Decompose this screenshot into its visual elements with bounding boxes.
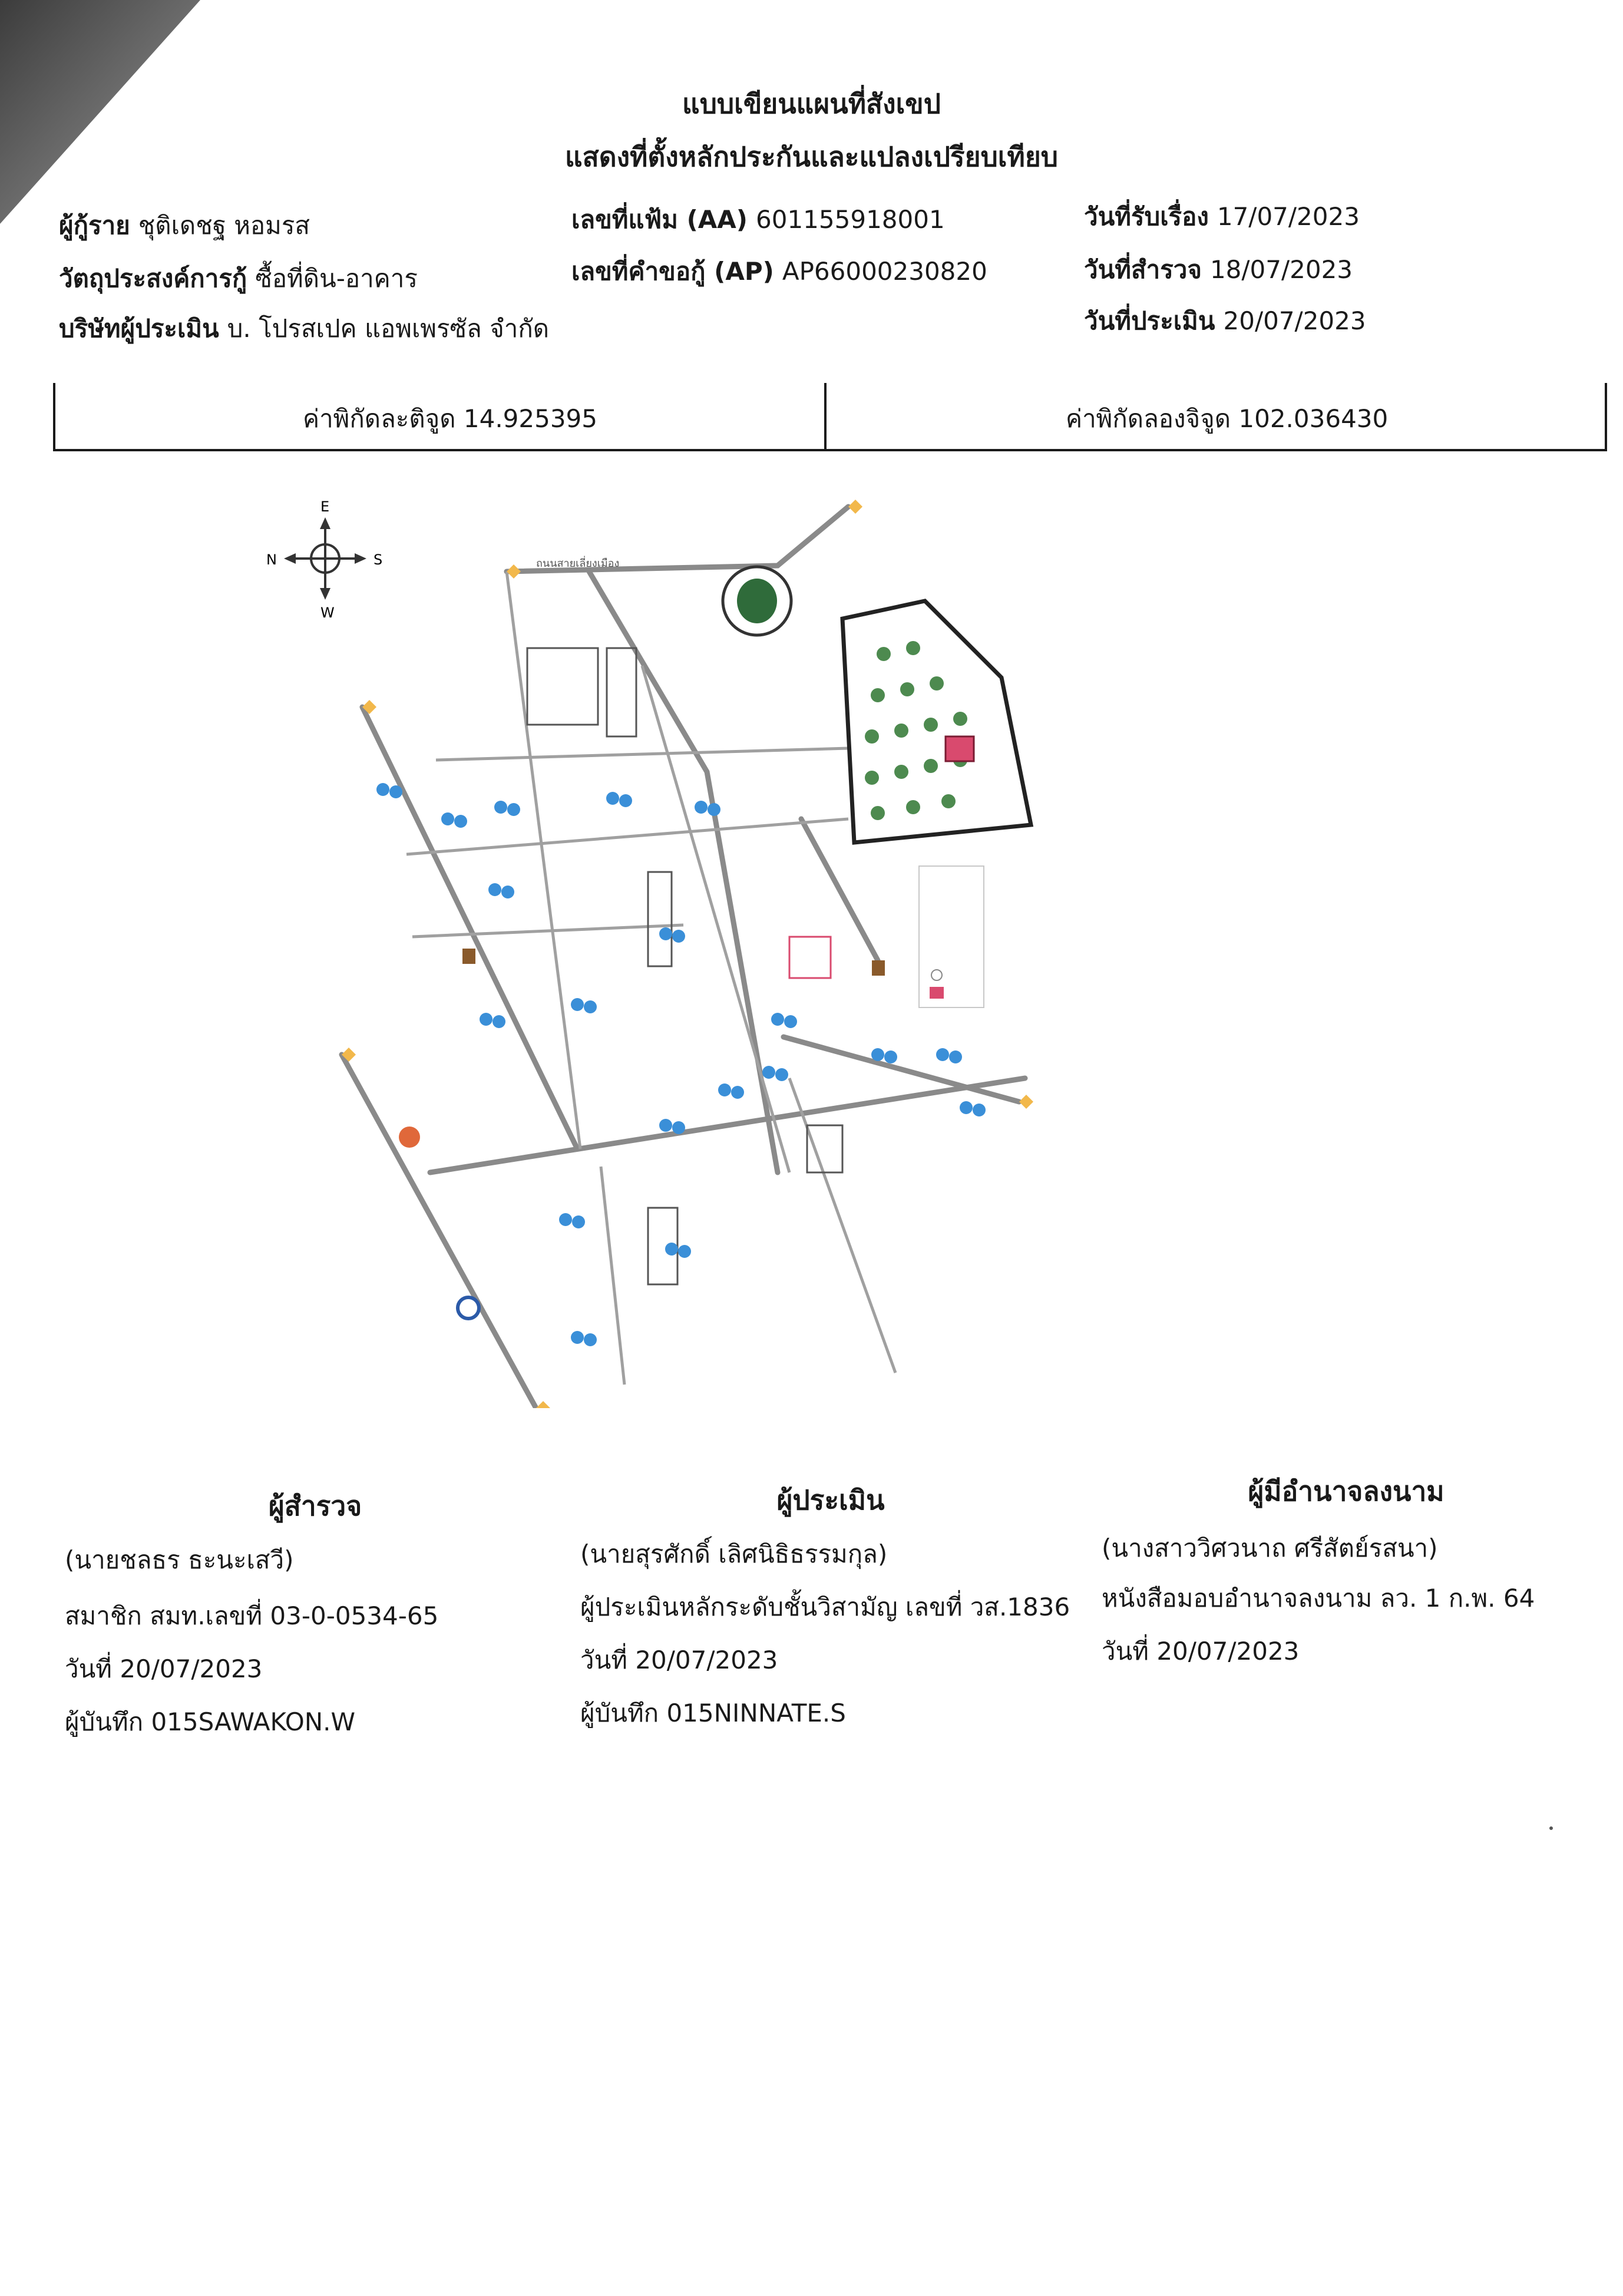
authorized-signer-poa: หนังสือมอบอำนาจลงนาม ลว. 1 ก.พ. 64 (1102, 1584, 1535, 1613)
subject-plot-marker (944, 735, 975, 762)
authorized-signer-heading: ผู้มีอำนาจลงนาม (1248, 1475, 1444, 1507)
scan-speck (1549, 1826, 1553, 1830)
file-number-field: เลขที่แฟ้ม (AA)601155918001 (571, 205, 945, 234)
surveyor-heading: ผู้สำรวจ (268, 1490, 362, 1522)
svg-text:ถนนสายเลี่ยงเมือง: ถนนสายเลี่ยงเมือง (536, 556, 619, 570)
coordinates-divider (824, 383, 827, 449)
building-blocks (526, 647, 844, 1286)
gas-station-icon (456, 1296, 481, 1320)
latitude-value: ค่าพิกัดละติจูด 14.925395 (303, 404, 598, 433)
svg-text:N: N (266, 551, 277, 568)
appraiser-recorder: ผู้บันทึก 015NINNATE.S (580, 1699, 846, 1727)
surveyor-date: วันที่ 20/07/2023 (65, 1654, 263, 1683)
appraiser-heading: ผู้ประเมิน (776, 1484, 885, 1516)
request-number-field: เลขที่คำขอกู้ (AP)AP66000230820 (571, 257, 987, 286)
document-title: แบบเขียนแผนที่สังเขป (682, 88, 941, 120)
minor-roads (406, 571, 897, 1385)
authorized-signer-date: วันที่ 20/07/2023 (1102, 1637, 1300, 1666)
appraiser-date: วันที่ 20/07/2023 (580, 1646, 778, 1674)
loan-purpose-field: วัตถุประสงค์การกู้ซื้อที่ดิน-อาคาร (59, 264, 418, 293)
svg-text:E: E (320, 498, 329, 515)
temple-icon (399, 1126, 420, 1148)
svg-text:S: S (373, 551, 382, 568)
compass-rose-icon: N S E W (266, 498, 382, 621)
appraiser-company-field: บริษัทผู้ประเมินบ. โปรสเปค แอพเพรซัล จำก… (59, 314, 550, 343)
surveyor-member-no: สมาชิก สมท.เลขที่ 03-0-0534-65 (65, 1601, 439, 1630)
scan-corner-shadow (0, 0, 200, 224)
surveyor-name: (นายชลธร ธะนะเสวี) (65, 1545, 294, 1574)
location-sketch-map: N S E W (266, 498, 1034, 1408)
road-end-markers (342, 500, 1033, 1408)
coordinates-bar: ค่าพิกัดละติจูด 14.925395 ค่าพิกัดลองจิจ… (53, 383, 1607, 451)
svg-text:W: W (320, 604, 335, 621)
village-houses (865, 641, 967, 820)
document-subtitle: แสดงที่ตั้งหลักประกันและแปลงเปรียบเทียบ (564, 141, 1058, 173)
shrine-icon (462, 949, 475, 964)
village-inset (840, 599, 1034, 845)
surveyor-recorder: ผู้บันทึก 015SAWAKON.W (65, 1707, 356, 1736)
appraiser-license: ผู้ประเมินหลักระดับชั้นวิสามัญ เลขที่ วส… (580, 1593, 1070, 1621)
house-icons (376, 783, 986, 1346)
stadium-icon (721, 565, 793, 637)
authorized-signer-name: (นางสาววิศวนาถ ศรีสัตย์รสนา) (1102, 1534, 1438, 1562)
shrine-icon-2 (872, 960, 885, 976)
longitude-value: ค่าพิกัดลองจิจูด 102.036430 (1066, 404, 1389, 433)
borrower-field: ผู้กู้รายชุติเดชฐ หอมรส (59, 211, 310, 240)
map-legend (918, 865, 984, 1008)
road-network (339, 504, 1028, 1408)
appraiser-name: (นายสุรศักดิ์ เลิศนิธิธรรมกุล) (580, 1540, 888, 1568)
